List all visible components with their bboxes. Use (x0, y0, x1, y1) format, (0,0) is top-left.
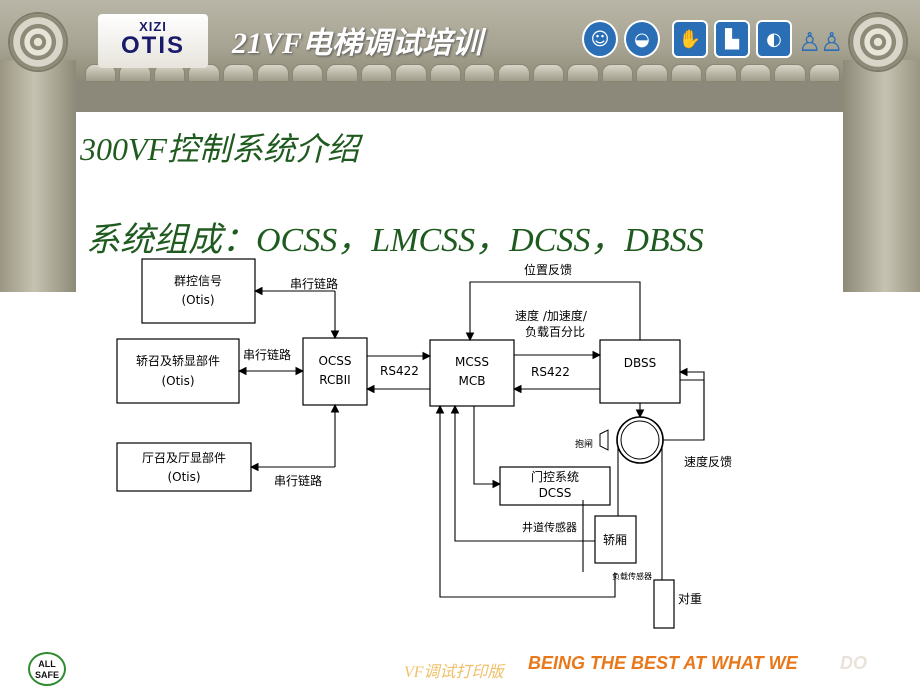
face-shield-icon: ☺ (582, 20, 618, 58)
logo-otis-text: OTIS (120, 32, 185, 59)
control-system-diagram: 群控信号 (Otis) 轿召及轿显部件 (Otis) 厅召及厅显部件 (Otis… (116, 258, 732, 629)
capital-bead-row (85, 64, 840, 82)
header-shadow (0, 80, 920, 112)
footer-slogan: BEING THE BEST AT WHAT WE (528, 653, 798, 673)
hoistway-sensor-line (450, 404, 595, 542)
counterweight-box (653, 579, 675, 629)
door-control-sub: DCSS (539, 486, 572, 500)
mcss-door-line (473, 406, 502, 489)
traction-sheave (616, 416, 664, 464)
glove-icon: ✋ (672, 20, 708, 58)
rs422-label-right: RS422 (531, 365, 570, 379)
serial-link-label-bottom: 串行链路 (274, 473, 322, 488)
speed-feedback-label: 速度反馈 (684, 454, 732, 469)
right-column (843, 60, 920, 292)
mcss-sub: MCB (459, 374, 486, 388)
safety-icons: ☺ ◒ ✋ ▙ ◐ ♙ ♙ (582, 20, 844, 66)
badge-line-1: ALL (38, 659, 56, 669)
car-call-box (116, 338, 240, 404)
hoistway-sensor-label: 井道传感器 (522, 520, 577, 534)
car-call-label: 轿召及轿显部件 (136, 353, 220, 368)
otis-logo: XIZI OTIS (98, 14, 208, 68)
ocss-sub: RCBII (319, 373, 350, 387)
hall-call-sub: (Otis) (167, 470, 200, 484)
worker-figure-icon: ♙ (820, 28, 844, 58)
car-box (594, 515, 637, 564)
boot-icon: ▙ (714, 20, 750, 58)
slide-title: 300VF控制系统介绍 (80, 131, 360, 167)
respirator-icon: ◐ (756, 20, 792, 58)
load-sensor-label: 负载传感器 (612, 571, 652, 581)
group-control-label: 群控信号 (174, 274, 222, 288)
worker-figure-icon: ♙ (798, 28, 822, 58)
traction-sheave-inner (620, 420, 660, 460)
right-volute-ornament (850, 14, 906, 70)
badge-line-2: SAFE (34, 670, 59, 680)
mcss-box (429, 339, 515, 407)
all-safe-badge: ALL SAFE (28, 652, 66, 686)
left-volute-ornament (10, 14, 66, 70)
header-title: 21VF电梯调试培训 (232, 27, 483, 60)
mcss-label: MCSS (455, 355, 489, 369)
group-control-sub: (Otis) (181, 293, 214, 307)
dbss-label: DBSS (624, 356, 657, 370)
footer-slogan-faded: DO (840, 653, 867, 673)
brake-icon (599, 429, 609, 451)
dbss-box (599, 339, 681, 404)
door-control-box (499, 466, 611, 506)
counterweight-label: 对重 (678, 592, 702, 606)
hall-call-label: 厅召及厅显部件 (142, 450, 226, 465)
slide-subtitle: 系统组成：OCSS，LMCSS，DCSS，DBSS (86, 222, 704, 259)
serial-link-label-top: 串行链路 (290, 276, 338, 291)
position-feedback-label: 位置反馈 (524, 262, 572, 277)
door-control-label: 门控系统 (531, 469, 579, 484)
ocss-label: OCSS (318, 354, 351, 368)
speed-feedback-arrow (678, 367, 705, 440)
rs422-label-left: RS422 (380, 364, 419, 378)
car-label: 轿厢 (603, 532, 627, 547)
logo-xizi-text: XIZI (139, 19, 167, 34)
hall-call-box (116, 442, 252, 492)
footer-note: VF调试打印版 (404, 664, 504, 681)
ocss-box (302, 337, 368, 406)
left-column (0, 60, 76, 292)
serial-link-label-mid: 串行链路 (243, 347, 291, 362)
brake-label: 抱闸 (575, 438, 593, 450)
load-sensor-line (435, 404, 616, 598)
helmet-icon: ◒ (624, 20, 660, 58)
speed-command-label-2: 负载百分比 (525, 325, 585, 339)
car-call-sub: (Otis) (161, 374, 194, 388)
speed-command-label-1: 速度 /加速度/ (515, 308, 588, 323)
group-control-box (141, 258, 256, 324)
position-feedback-line (465, 281, 641, 342)
